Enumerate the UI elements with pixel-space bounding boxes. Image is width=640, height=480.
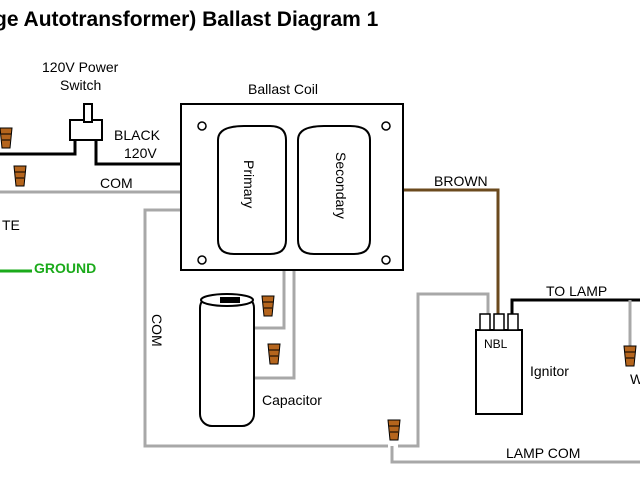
- coil-screw: [197, 255, 207, 265]
- wire-nut: [13, 165, 27, 187]
- ballast-coil-label: Ballast Coil: [248, 81, 318, 97]
- wire-nuts: [0, 127, 637, 441]
- primary-winding: [217, 125, 287, 255]
- wire-nut: [261, 295, 275, 317]
- coil-screw: [381, 255, 391, 265]
- ignitor-terminal: [493, 313, 505, 331]
- primary-label: Primary: [241, 160, 257, 208]
- lamp-side-label: W: [630, 371, 640, 387]
- ignitor-terminal: [507, 313, 519, 331]
- power-switch: [69, 103, 103, 141]
- voltage-label: 120V: [124, 145, 157, 161]
- lamp-com-wire: [390, 446, 640, 464]
- secondary-winding: [297, 125, 371, 255]
- hot-wire-input: [0, 138, 77, 156]
- capacitor: [199, 293, 255, 427]
- lamp-com-label: LAMP COM: [506, 445, 580, 461]
- brown-wire-label: BROWN: [434, 173, 488, 189]
- ignitor-terminal: [479, 313, 491, 331]
- ignitor-label: Ignitor: [530, 363, 569, 379]
- nbl-label: NBL: [484, 337, 508, 351]
- black-wire-label: BLACK: [114, 127, 161, 143]
- wire-nut: [623, 345, 637, 367]
- wire-nut: [267, 343, 281, 365]
- ignitor-com-wire: [398, 292, 490, 448]
- com-label: COM: [100, 175, 133, 191]
- wire-nut: [0, 127, 13, 149]
- page-title: ge Autotransformer) Ballast Diagram 1: [0, 8, 379, 31]
- switch-toggle: [83, 103, 93, 123]
- ballast-coil: [180, 103, 404, 271]
- ignitor-body: [475, 329, 523, 415]
- brown-wire: [384, 188, 500, 316]
- ground-label: GROUND: [34, 260, 96, 276]
- capacitor-body: [199, 295, 255, 427]
- white-wire-label: TE: [2, 217, 20, 233]
- to-lamp-label: TO LAMP: [546, 283, 607, 299]
- capacitor-terminal: [220, 297, 240, 303]
- ignitor: [475, 313, 523, 415]
- secondary-label: Secondary: [333, 152, 349, 219]
- coil-screw: [381, 121, 391, 131]
- capacitor-label: Capacitor: [262, 392, 322, 408]
- wire-nut: [387, 419, 401, 441]
- to-lamp-wire: [510, 298, 640, 316]
- power-switch-label: Switch: [60, 77, 101, 93]
- labels: 120V Power Switch Ballast Coil BLACK 120…: [2, 59, 640, 461]
- coil-screw: [197, 121, 207, 131]
- power-switch-label: 120V Power: [42, 59, 119, 75]
- com-vertical-label: COM: [149, 314, 165, 347]
